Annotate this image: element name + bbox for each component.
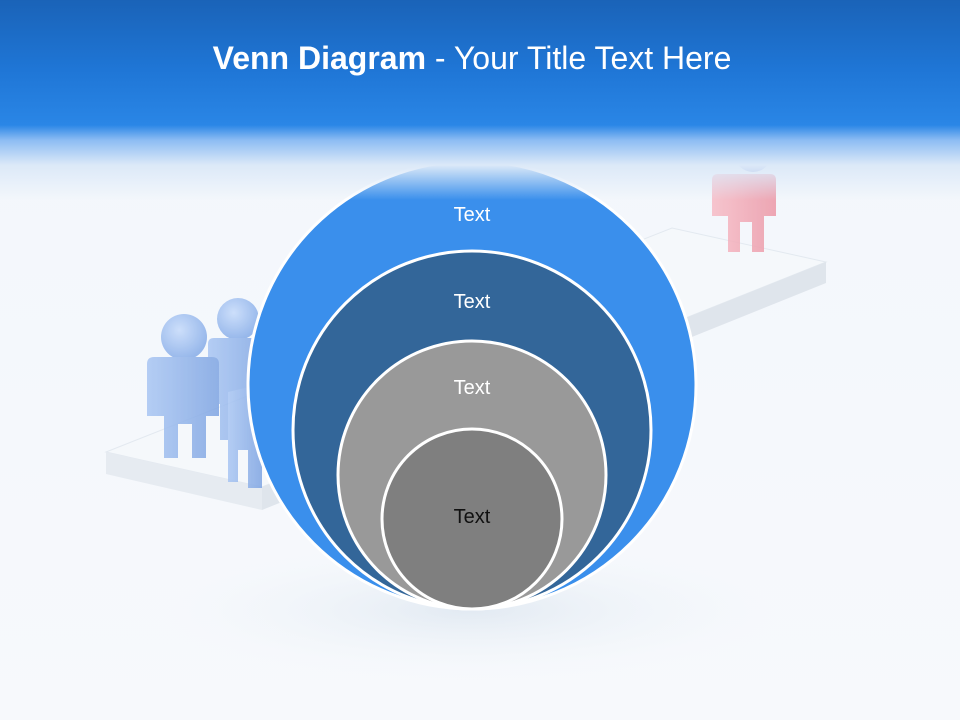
figure-head: [161, 314, 207, 360]
venn-diagram: [246, 159, 698, 611]
title-rest: Your Title Text Here: [453, 40, 732, 76]
header-band: [0, 0, 960, 200]
venn-label-third: Text: [453, 377, 491, 399]
title-separator: -: [426, 40, 454, 76]
title-bold: Venn Diagram: [212, 40, 427, 76]
venn-label-second: Text: [453, 291, 491, 313]
figure-head: [217, 298, 259, 340]
venn-circle-inner: [380, 427, 564, 611]
venn-label-inner: Text: [453, 506, 491, 528]
venn-label-outer: Text: [453, 204, 491, 226]
figure-body: [147, 357, 219, 458]
slide-title: Venn Diagram - Your Title Text Here: [0, 40, 944, 77]
